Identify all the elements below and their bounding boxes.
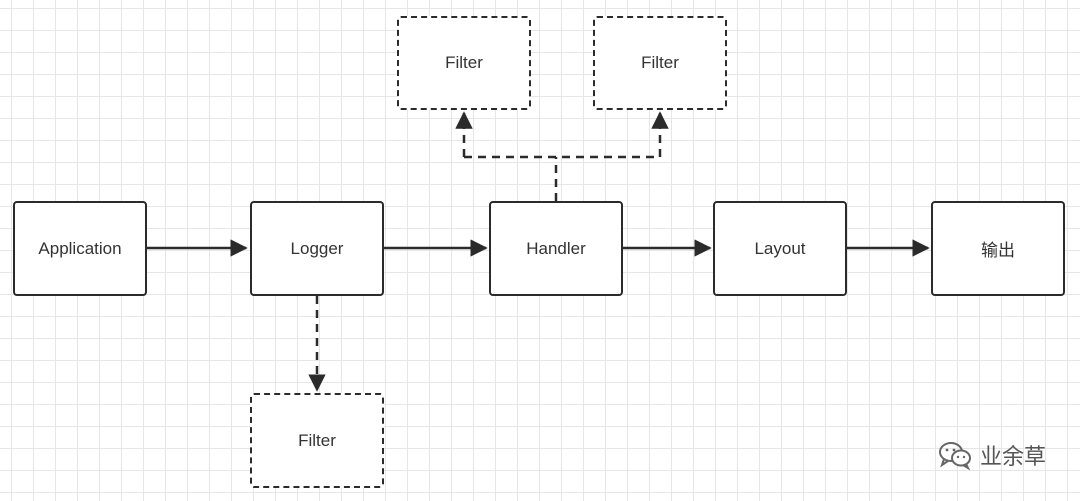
node-filter-bottom: Filter <box>250 393 384 488</box>
node-layout-label: Layout <box>754 238 806 258</box>
node-filter-top-right: Filter <box>593 16 727 110</box>
node-logger: Logger <box>250 201 384 296</box>
node-application: Application <box>13 201 147 296</box>
watermark-text: 业余草 <box>979 445 1046 470</box>
node-handler: Handler <box>489 201 623 296</box>
node-filter-top-left-label: Filter <box>445 53 483 72</box>
node-filter-top-left: Filter <box>397 16 531 110</box>
wechat-icon <box>938 442 971 470</box>
node-filter-top-right-label: Filter <box>641 53 679 72</box>
node-output: 输出 <box>931 201 1065 296</box>
watermark: 业余草 <box>938 439 1046 471</box>
node-logger-label: Logger <box>290 238 344 258</box>
node-handler-label: Handler <box>526 238 586 258</box>
node-filter-bottom-label: Filter <box>298 430 336 450</box>
node-output-label: 输出 <box>981 241 1015 261</box>
node-application-label: Application <box>38 238 122 258</box>
node-layout: Layout <box>713 201 847 296</box>
